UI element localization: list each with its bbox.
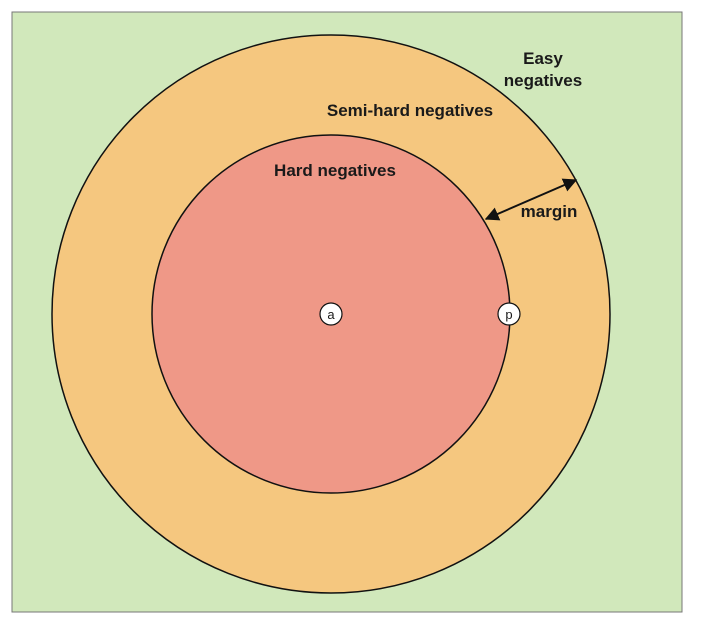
positive-point: [497, 302, 521, 326]
anchor-label: a: [327, 307, 335, 322]
semi-hard-negatives-label: Semi-hard negatives: [327, 101, 493, 120]
hard-negatives-label: Hard negatives: [274, 161, 396, 180]
margin-arrow: [484, 178, 578, 221]
margin-label: margin: [521, 202, 578, 221]
easy-negatives-label-line1: Easy: [523, 49, 563, 68]
anchor-point: [319, 302, 343, 326]
positive-label: p: [505, 307, 512, 322]
easy-negatives-label-line2: negatives: [504, 71, 582, 90]
